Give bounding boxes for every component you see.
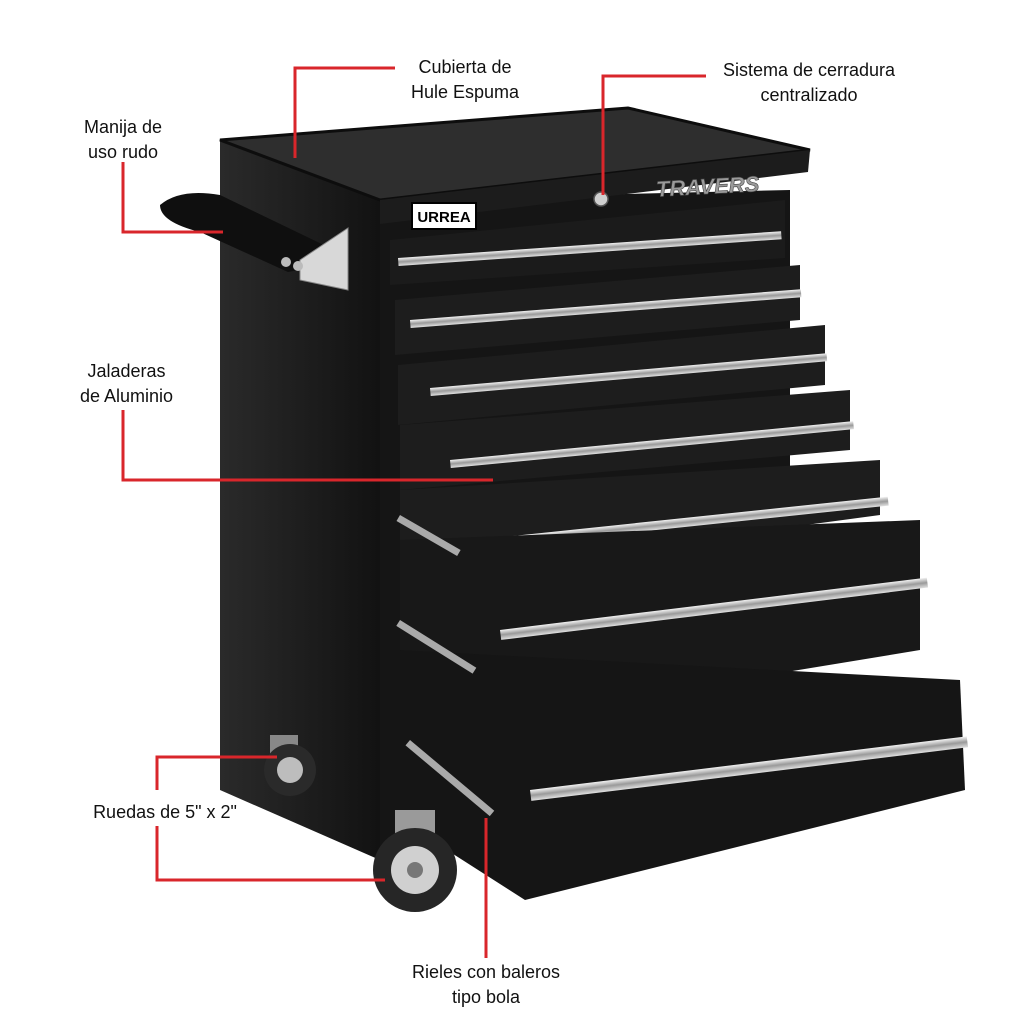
top-front-strip: [380, 150, 810, 224]
callout-label-ball-bearing-rails: Rieles con baleros tipo bola: [396, 960, 576, 1010]
callout-text: Sistema de cerradura: [722, 60, 896, 80]
callout-text: tipo bola: [451, 987, 521, 1007]
drawer-pull-4: [450, 421, 854, 468]
callout-line-aluminum-pulls: [121, 410, 493, 482]
callout-label-central-lock: Sistema de cerradura centralizado: [704, 58, 914, 108]
drawer-pull-1: [398, 231, 782, 266]
lock-icon: [593, 191, 609, 207]
callout-lines: [121, 66, 706, 958]
callout-line-handle: [121, 162, 223, 234]
callout-line-casters-upper: [155, 755, 277, 790]
urrea-logo: URREA: [417, 209, 471, 226]
caster-front: [373, 810, 457, 912]
callout-label-foam-top: Cubierta de Hule Espuma: [400, 55, 530, 105]
drawer-pull-2: [410, 289, 802, 328]
urrea-logo-plate: [411, 202, 477, 230]
caster-rear: [264, 735, 316, 796]
side-handle: [160, 192, 349, 291]
drawer-pull-3: [429, 353, 828, 396]
cabinet-side-panel: [220, 140, 380, 860]
callout-text: Manija de: [83, 117, 163, 137]
callout-text: uso rudo: [87, 142, 159, 162]
callout-line-central-lock: [601, 74, 706, 195]
callout-text: centralizado: [760, 85, 858, 105]
callout-label-handle: Manija de uso rudo: [68, 115, 178, 165]
callout-text: Jaladeras: [87, 361, 166, 381]
travers-badge: TRAVERS: [655, 171, 760, 201]
drawer-4: [400, 390, 850, 490]
drawer-rail: [396, 515, 461, 557]
drawer-1: [390, 200, 785, 285]
callout-text: Ruedas de 5" x 2": [93, 802, 237, 822]
callout-text: Rieles con baleros: [411, 962, 561, 982]
callout-text: Cubierta de: [418, 57, 512, 77]
drawer-pull-6: [500, 577, 929, 640]
callout-line-casters-lower: [155, 826, 385, 882]
callout-text: de Aluminio: [79, 386, 174, 406]
callout-text: Hule Espuma: [410, 82, 520, 102]
drawer-pull-7: [530, 736, 969, 801]
drawer-rail: [405, 740, 495, 817]
callout-label-casters: Ruedas de 5" x 2": [75, 800, 255, 825]
callout-label-aluminum-pulls: Jaladeras de Aluminio: [64, 359, 189, 409]
callout-line-foam-top: [293, 66, 395, 158]
drawer-stack: [390, 200, 969, 900]
drawer-rail: [396, 620, 477, 674]
